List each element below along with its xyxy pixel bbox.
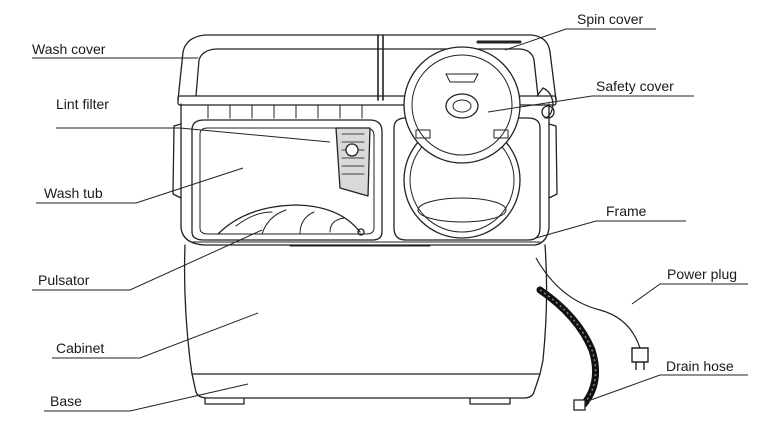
label-wash-tub: Wash tub bbox=[44, 185, 103, 201]
leader-base bbox=[44, 383, 249, 412]
lint-filter-knob bbox=[345, 143, 359, 157]
washing-machine-illustration bbox=[172, 34, 558, 405]
drain-hose bbox=[536, 286, 600, 411]
lint-filter bbox=[335, 127, 371, 197]
side-handle-right bbox=[548, 123, 558, 199]
leader-pulsator bbox=[32, 229, 263, 291]
leader-wash-tub bbox=[36, 167, 244, 204]
side-handle-left bbox=[172, 123, 182, 199]
power-plug-icon bbox=[631, 347, 649, 370]
wash-tub-inner bbox=[199, 127, 375, 235]
top-frame bbox=[180, 103, 550, 246]
leader-safety-cover bbox=[487, 95, 694, 113]
label-safety-cover: Safety cover bbox=[596, 78, 674, 94]
pulsator-vanes bbox=[235, 209, 345, 235]
drain-hose-tube bbox=[536, 286, 600, 408]
wash-tub-opening bbox=[191, 119, 383, 241]
drain-knob bbox=[357, 228, 365, 236]
safety-cover-inner bbox=[411, 54, 513, 156]
base-foot-left bbox=[204, 397, 245, 405]
label-lint-filter: Lint filter bbox=[56, 96, 109, 112]
leader-lines bbox=[32, 28, 748, 412]
label-frame: Frame bbox=[606, 203, 647, 219]
power-cord-wire bbox=[535, 257, 641, 349]
lid-outline bbox=[177, 34, 557, 101]
label-base: Base bbox=[50, 393, 82, 409]
label-wash-cover: Wash cover bbox=[32, 41, 106, 57]
leader-cabinet bbox=[52, 312, 259, 359]
cabinet-body bbox=[183, 244, 548, 375]
lid-latch-knob bbox=[541, 105, 555, 119]
leader-drain-hose bbox=[587, 374, 748, 402]
lid-inner-line bbox=[195, 48, 539, 97]
pulsator-disc bbox=[217, 204, 361, 235]
hinge-strip bbox=[177, 95, 557, 106]
safety-cover-grip bbox=[445, 73, 479, 83]
leader-lint-filter bbox=[56, 127, 331, 143]
leader-frame bbox=[535, 220, 686, 239]
label-cabinet: Cabinet bbox=[56, 340, 105, 356]
base-plinth bbox=[191, 373, 541, 399]
label-drain-hose: Drain hose bbox=[666, 358, 734, 374]
leader-spin-cover bbox=[504, 28, 656, 51]
safety-cover-plate bbox=[403, 46, 521, 164]
hinge-ribs bbox=[207, 104, 363, 119]
leader-power-plug bbox=[631, 283, 748, 305]
safety-cover-hub bbox=[452, 99, 472, 113]
drain-hose-tube-highlight bbox=[539, 289, 597, 405]
base-foot-right bbox=[469, 397, 511, 405]
power-cord bbox=[535, 257, 649, 370]
label-pulsator: Pulsator bbox=[38, 272, 90, 288]
drain-hose-end-icon bbox=[573, 399, 586, 411]
safety-cover-center bbox=[445, 93, 479, 119]
label-spin-cover: Spin cover bbox=[577, 11, 644, 27]
label-power-plug: Power plug bbox=[667, 266, 738, 282]
frame-seam bbox=[191, 241, 541, 247]
safety-cover-hinges bbox=[415, 129, 509, 139]
lid-divider bbox=[377, 34, 384, 101]
spin-basket-floor bbox=[417, 197, 507, 223]
spin-tub-opening bbox=[393, 117, 541, 241]
